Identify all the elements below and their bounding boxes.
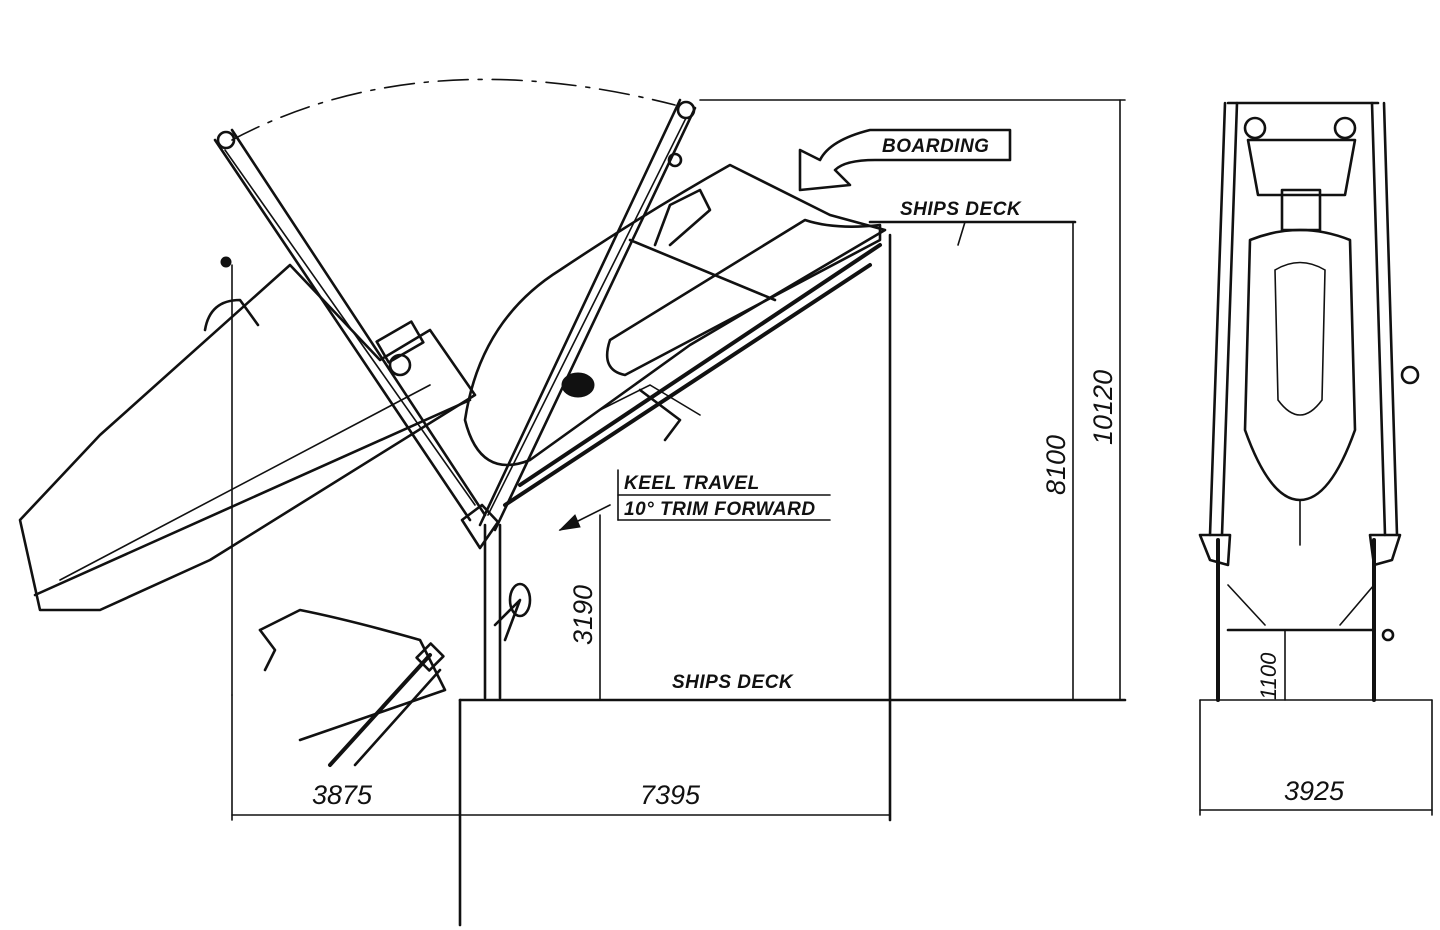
side-view: BOARDING SHIPS DECK SHIPS DECK KEEL TRAV…: [18, 78, 1127, 927]
davit-post: [460, 503, 532, 700]
horizontal-dimensions: 3875 7395: [231, 694, 891, 821]
lowered-davit-arm: [213, 128, 487, 522]
stowed-lifeboat: [463, 163, 887, 507]
lower-deck-label: SHIPS DECK: [672, 672, 794, 693]
deck-length-dim: 7395: [640, 780, 701, 810]
lowered-lifeboat: [18, 256, 477, 696]
end-view: 3925 1100: [1198, 101, 1433, 816]
upper-deck-height-dim: 8100: [1041, 435, 1071, 495]
outreach-dim: 3875: [312, 780, 373, 810]
upper-deck-label: SHIPS DECK: [900, 199, 1022, 220]
keel-travel-label: KEEL TRAVEL: [624, 473, 760, 494]
keel-travel-note: KEEL TRAVEL 10° TRIM FORWARD: [558, 469, 831, 531]
vertical-dimensions: 10120 8100 3190: [568, 99, 1126, 701]
end-view-height-dim: 1100: [1256, 652, 1281, 700]
upper-ships-deck: SHIPS DECK: [868, 199, 1077, 822]
swing-arc: [231, 78, 676, 141]
boarding-arrow: BOARDING: [798, 128, 1012, 192]
lower-ships-deck: SHIPS DECK: [458, 672, 1127, 927]
trim-forward-label: 10° TRIM FORWARD: [624, 499, 816, 520]
keel-height-dim: 3190: [568, 585, 598, 645]
boat-fragment-lower: [258, 608, 447, 767]
boarding-label: BOARDING: [882, 136, 989, 157]
end-view-width-dim: 3925: [1284, 776, 1345, 806]
total-height-dim: 10120: [1088, 370, 1118, 445]
